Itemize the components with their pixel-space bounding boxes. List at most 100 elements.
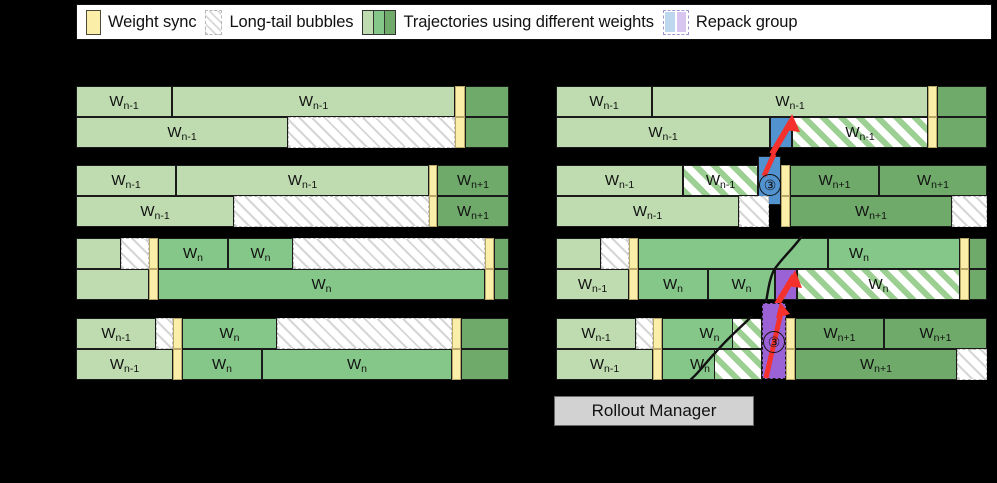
block-label: Wn+1: [855, 203, 887, 222]
block-w-prev: Wn-1: [76, 318, 156, 349]
long-tail-bubbles-swatch-icon: [205, 9, 223, 35]
block-w-prev: Wn-1: [556, 318, 636, 349]
weight-sync-strip: [781, 165, 790, 196]
block-w-prev: Wn-1: [652, 86, 928, 117]
block-label: Wn+1: [818, 172, 851, 191]
block-label: Wn: [848, 245, 869, 264]
long-tail-bubble: [277, 318, 452, 349]
block-w-prev: Wn-1: [556, 165, 683, 196]
block-label: Wn+1: [457, 203, 489, 222]
block-label: Wn: [868, 276, 889, 295]
weight-sync-strip: [781, 196, 790, 227]
block-label: Wn-1: [581, 325, 611, 344]
block-w-cur: Wn: [638, 269, 708, 300]
block-w-cur: Wn: [158, 238, 228, 269]
long-tail-bubble: [601, 238, 629, 269]
block-w-prev: Wn-1: [176, 165, 429, 196]
block-w-cur: Wn: [182, 349, 262, 380]
repack-group-blue: [770, 117, 792, 148]
weight-sync-strip: [786, 318, 795, 349]
block-traj-dark: [465, 117, 509, 148]
block-w-prev: Wn-1: [172, 86, 455, 117]
block-label: Wn+1: [919, 325, 952, 344]
block-traj-dark: [969, 269, 987, 300]
weight-sync-strip: [429, 196, 437, 227]
weight-sync-strip: [928, 117, 937, 148]
block-label: Wn: [662, 276, 683, 295]
block-traj-light: [556, 238, 601, 269]
block-label: Wn-1: [577, 276, 608, 295]
block-label: Wn+1: [860, 356, 892, 375]
weight-sync-strip: [960, 269, 969, 300]
step-marker-3: ③: [759, 174, 781, 196]
block-traj-dark: [937, 117, 987, 148]
repack-group-purple: [775, 269, 797, 300]
block-w-prev: Wn-1: [556, 196, 739, 227]
block-w-cur: Wn: [228, 238, 293, 269]
block-w-cur: Wn: [158, 269, 485, 300]
weight-sync-strip: [455, 86, 465, 117]
weight-sync-strip: [173, 349, 182, 380]
legend-label-trajectories: Trajectories using different weights: [403, 12, 654, 31]
weight-sync-strip: [786, 349, 795, 380]
block-label: Wn-1: [109, 356, 140, 375]
weight-sync-strip: [149, 269, 158, 300]
block-traj-dark: [461, 318, 509, 349]
block-label: Wn: [219, 325, 240, 344]
block-w-prev: Wn-1: [76, 349, 173, 380]
block-label: Wn-1: [167, 124, 197, 143]
block-w-prev: Wn-1: [76, 86, 172, 117]
long-tail-bubble: [957, 349, 987, 380]
block-traj-dark: [461, 349, 509, 380]
long-tail-bubble: [739, 196, 769, 227]
block-w-cur: Wn: [262, 349, 452, 380]
block-traj-dark: [937, 86, 987, 117]
weight-sync-strip: [429, 165, 437, 196]
repack-group-swatch-icon: [662, 9, 689, 35]
block-label: Wn+1: [457, 172, 489, 191]
block-label: Wn-1: [648, 124, 678, 143]
block-label: Wn: [731, 276, 752, 295]
block-label: Wn-1: [101, 325, 131, 344]
block-traj-dark: [494, 269, 509, 300]
block-w-cur: [638, 238, 828, 269]
block-w-cur: Wn: [708, 269, 775, 300]
weight-sync-strip: [928, 86, 937, 117]
weight-sync-strip: [485, 269, 494, 300]
long-tail-bubble-green: Wn-1: [792, 117, 928, 148]
long-tail-bubble: [234, 196, 429, 227]
block-w-next: Wn+1: [790, 165, 879, 196]
legend-item-weight-sync: Weight sync: [86, 9, 197, 35]
legend-label-repack-group: Repack group: [695, 12, 798, 31]
weight-sync-strip: [149, 238, 158, 269]
block-w-cur: Wn: [182, 318, 277, 349]
block-label: Wn-1: [111, 172, 141, 191]
long-tail-bubble: [288, 117, 455, 148]
long-tail-bubble-green: [732, 318, 762, 349]
block-w-prev: Wn-1: [556, 349, 653, 380]
block-w-prev: Wn-1: [556, 269, 629, 300]
long-tail-bubble: [121, 238, 149, 269]
block-label: Wn-1: [632, 203, 663, 222]
block-w-next: Wn+1: [884, 318, 987, 349]
long-tail-bubble-green: [714, 349, 762, 380]
block-label: Wn-1: [589, 356, 620, 375]
rollout-manager-label: Rollout Manager: [554, 396, 754, 426]
block-label: Wn+1: [823, 325, 856, 344]
block-label: Wn-1: [287, 172, 318, 191]
weight-sync-strip: [452, 318, 461, 349]
block-w-cur: Wn: [828, 238, 960, 269]
block-traj-dark: [494, 238, 509, 269]
long-tail-bubble: [293, 238, 485, 269]
block-label: Wn-1: [845, 124, 875, 143]
block-label: Wn-1: [298, 93, 329, 112]
weight-sync-strip: [653, 349, 662, 380]
long-tail-bubble-green: Wn-1: [683, 165, 758, 196]
legend-item-long-tail-bubbles: Long-tail bubbles: [205, 9, 354, 35]
legend-label-long-tail-bubbles: Long-tail bubbles: [229, 12, 354, 31]
block-label: Wn-1: [140, 203, 170, 222]
block-traj-light: [76, 269, 149, 300]
block-w-next: Wn+1: [795, 318, 884, 349]
block-label: Wn-1: [775, 93, 805, 112]
block-w-next: Wn+1: [790, 196, 952, 227]
